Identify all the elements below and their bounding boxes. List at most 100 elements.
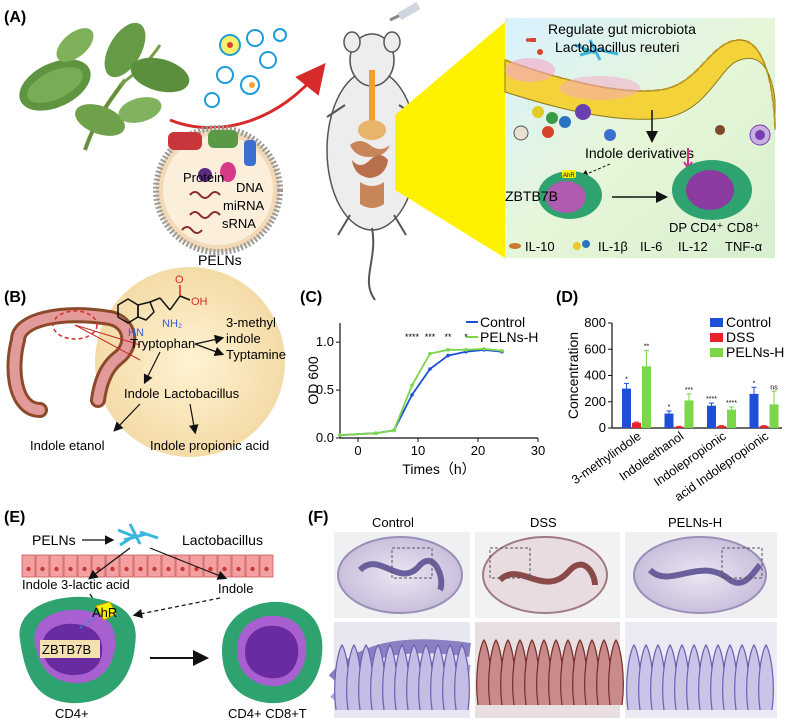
cell-nucleus xyxy=(40,566,45,572)
e-indole-lactic-text: Indole 3-lactic acid xyxy=(22,577,130,592)
significance-mark: **** xyxy=(726,400,737,407)
data-point xyxy=(392,428,396,433)
significance-mark: * xyxy=(464,332,468,342)
f-pelns-text: PELNs-H xyxy=(668,515,722,530)
epithelial-cell xyxy=(63,554,78,578)
e-cd4-text: CD4+ xyxy=(55,706,89,721)
panel-b: (B) HN NH₂ OH O Tryptophan 3-methyl xyxy=(4,267,286,457)
regulate-gut-microbiota-text: Regulate gut microbiota xyxy=(548,21,696,37)
cytokine-row: IL-10 IL-1β IL-6 IL-12 TNF-α xyxy=(509,239,763,254)
y-tick-label: 0.0 xyxy=(316,430,334,445)
indole-etanol-text: Indole etanol xyxy=(30,438,105,453)
epithelial-cell xyxy=(217,554,232,578)
e-zbtb7b-text: ZBTB7B xyxy=(42,642,91,657)
e-indole-text: Indole xyxy=(218,581,253,596)
f-dss-text: DSS xyxy=(530,515,557,530)
bar-dss xyxy=(632,422,641,428)
arrow-etanol-icon xyxy=(113,403,141,432)
intestinal-epithelium xyxy=(21,554,274,578)
data-point xyxy=(374,431,378,436)
e-lactobacillus-text: Lactobacillus xyxy=(182,532,263,548)
immune-cells xyxy=(513,104,771,146)
bar-dss xyxy=(759,426,769,428)
bar-dss xyxy=(717,426,726,428)
cell-nucleus xyxy=(194,566,199,572)
epithelial-cell xyxy=(133,554,148,578)
significance-mark: ** xyxy=(444,332,452,342)
legend-label: PELNs-H xyxy=(726,344,784,360)
f-control-text: Control xyxy=(372,515,414,530)
bar-control xyxy=(707,405,716,428)
bacteria-cluster xyxy=(526,38,619,61)
il10-text: IL-10 xyxy=(525,239,555,254)
epithelial-cell xyxy=(21,554,36,578)
cell-nucleus xyxy=(152,566,157,572)
e-pelns-text: PELNs xyxy=(32,532,76,548)
il12-text: IL-12 xyxy=(678,239,708,254)
il1b-text: IL-1β xyxy=(598,239,628,254)
dp-cell-pre: AhR xyxy=(538,170,602,219)
arrow-indole-icon xyxy=(143,351,161,385)
y-tick-label: 400 xyxy=(584,368,606,383)
pelns-label: PELNs xyxy=(198,252,242,268)
e-cd4-cd8-cell xyxy=(222,601,323,704)
methyl-line1-text: 3-methyl xyxy=(226,315,276,330)
histology-pelns xyxy=(625,532,777,718)
e-bacteria-icon xyxy=(117,523,159,547)
panel-f-label: (F) xyxy=(308,509,328,526)
plant-illustration xyxy=(19,22,190,151)
x-axis-label: Times（h） xyxy=(402,461,475,477)
cell-nucleus xyxy=(54,566,59,572)
significance-mark: * xyxy=(668,404,671,411)
e-cd4-cd8-text: CD4+ CD8+T xyxy=(228,706,307,721)
y-axis-label: OD 600 xyxy=(305,356,321,404)
e-arrow-indole-icon xyxy=(149,547,228,580)
significance-mark: **** xyxy=(706,396,717,403)
cell-nucleus xyxy=(222,566,227,572)
cell-nucleus xyxy=(68,566,73,572)
bar-pelns-h xyxy=(727,409,736,428)
cell-nucleus xyxy=(166,566,171,572)
tryptophan-structure: HN NH₂ OH O xyxy=(117,274,208,339)
villus xyxy=(608,639,624,706)
epithelial-cell xyxy=(245,554,260,578)
arrow-propionic-icon xyxy=(189,403,199,435)
panel-a-label: (A) xyxy=(4,9,26,26)
tryptophan-text: Tryptophan xyxy=(130,336,195,351)
epithelial-cell xyxy=(147,554,162,578)
epithelial-cell xyxy=(161,554,176,578)
y-tick-label: 0 xyxy=(599,420,606,435)
panel-c-label: (C) xyxy=(300,289,322,306)
red-arrow-icon xyxy=(169,62,326,130)
histology-dss xyxy=(475,532,624,718)
cell-nucleus xyxy=(138,566,143,572)
protein-label: Protein xyxy=(183,170,224,185)
e-ahr-text: AhR xyxy=(92,605,117,620)
srna-label: sRNA xyxy=(222,216,256,231)
arrow-methyl-icon xyxy=(194,334,225,345)
x-tick-label: 0 xyxy=(354,443,361,458)
colon-illustration xyxy=(6,307,141,418)
zbtb7b-text: ZBTB7B xyxy=(505,188,558,204)
bar-control xyxy=(622,388,631,428)
epithelial-cell xyxy=(119,554,134,578)
peln-vesicle: Protein DNA miRNA sRNA PELNs xyxy=(153,125,283,268)
panel-f: (F) Control DSS PELNs-H xyxy=(308,509,777,718)
methyl-line2-text: indole xyxy=(226,331,261,346)
significance-mark: ** xyxy=(644,344,650,351)
x-tick-label: 30 xyxy=(531,443,545,458)
hn-text: HN xyxy=(128,327,144,339)
significance-mark: **** xyxy=(405,332,420,342)
panel-e: (E) PELNs Lactobacillus Indole 3-lactic … xyxy=(4,509,323,721)
cell-nucleus xyxy=(264,566,269,572)
legend-swatch xyxy=(710,348,723,357)
data-point xyxy=(410,393,414,397)
ahr-mini-label: AhR xyxy=(563,173,575,179)
data-point xyxy=(446,353,450,358)
mirna-label: miRNA xyxy=(223,198,264,213)
bar-control xyxy=(664,413,674,428)
panel-e-label: (E) xyxy=(4,509,25,526)
indole-propionic-text: Indole propionic acid xyxy=(150,438,269,453)
legend-label: Control xyxy=(726,314,771,330)
